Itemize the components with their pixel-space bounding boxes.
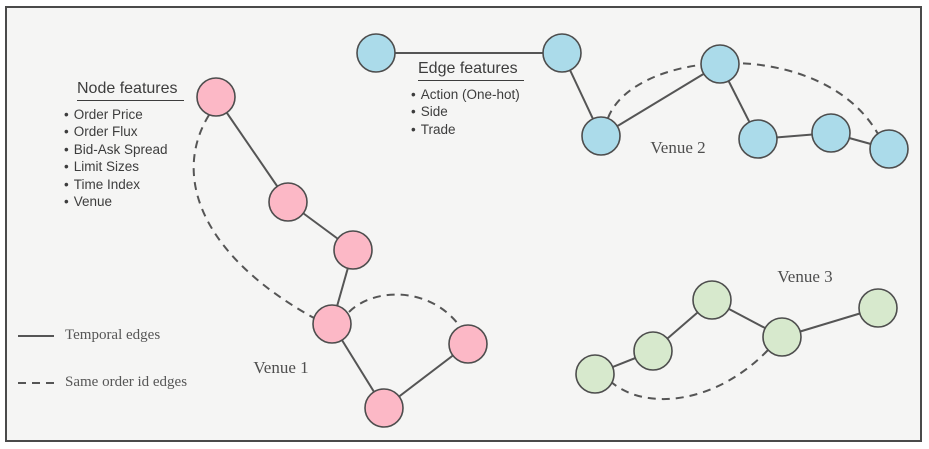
venue-3-label: Venue 3 — [777, 267, 833, 286]
graph-node — [542, 33, 582, 73]
graph-node — [312, 304, 352, 344]
dashed-line-sample — [18, 381, 54, 384]
graph-node — [364, 388, 404, 428]
graph-node — [811, 113, 851, 153]
graph-node — [196, 77, 236, 117]
graph-node — [633, 331, 673, 371]
solid-line-sample — [18, 334, 54, 337]
temporal-edge — [215, 96, 289, 203]
figure-frame — [5, 6, 922, 442]
graph-node — [333, 230, 373, 270]
graph-node — [268, 182, 308, 222]
edge-features-list: Action (One-hot) Side Trade — [411, 86, 524, 138]
edge-feature-item: Trade — [411, 121, 524, 138]
graph-node — [738, 119, 778, 159]
same-order-id-edge — [348, 293, 462, 329]
legend-label-same-order: Same order id edges — [65, 374, 188, 390]
node-feature-item: Bid-Ask Spread — [64, 141, 184, 158]
node-feature-item: Time Index — [64, 176, 184, 193]
venue-2-label: Venue 2 — [650, 138, 706, 157]
graph-node — [858, 288, 898, 328]
node-features-panel: Node features Order Price Order Flux Bid… — [64, 80, 184, 210]
legend-label-temporal: Temporal edges — [65, 327, 161, 343]
node-feature-item: Order Price — [64, 106, 184, 123]
graph-node — [448, 324, 488, 364]
edge-features-panel: Edge features Action (One-hot) Side Trad… — [411, 60, 524, 138]
temporal-edge — [600, 63, 721, 137]
graph-node — [762, 317, 802, 357]
node-feature-item: Venue — [64, 193, 184, 210]
node-features-list: Order Price Order Flux Bid-Ask Spread Li… — [64, 106, 184, 210]
edge-legend: Temporal edges Same order id edges — [18, 0, 248, 449]
same-order-id-edge — [609, 349, 769, 400]
node-feature-item: Limit Sizes — [64, 158, 184, 175]
edge-features-title: Edge features — [418, 60, 524, 81]
venue-1-label: Venue 1 — [253, 358, 309, 377]
graph-node — [356, 33, 396, 73]
legend-row-same-order: Same order id edges — [18, 374, 187, 391]
edge-feature-item: Side — [411, 103, 524, 120]
graph-node — [581, 116, 621, 156]
graph-node — [575, 354, 615, 394]
legend-row-temporal: Temporal edges — [18, 327, 160, 344]
edge-feature-item: Action (One-hot) — [411, 86, 524, 103]
node-feature-item: Order Flux — [64, 123, 184, 140]
node-features-title: Node features — [77, 80, 184, 101]
same-order-id-edge — [192, 114, 315, 319]
graph-node — [692, 280, 732, 320]
graph-node — [700, 44, 740, 84]
graph-node — [869, 129, 909, 169]
